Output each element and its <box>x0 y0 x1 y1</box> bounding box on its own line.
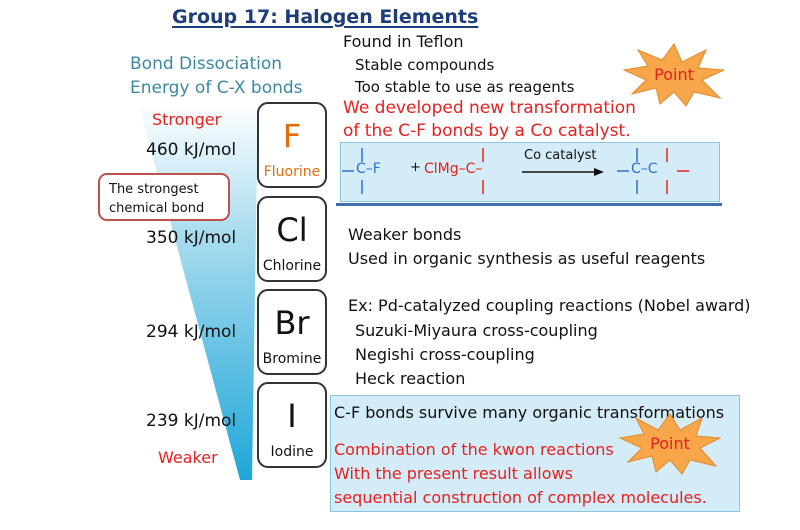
reaction-reactant-1: C–F <box>356 161 381 177</box>
element-symbol-iodine: I <box>287 397 297 435</box>
starburst-top-icon <box>622 43 725 107</box>
point-starburst-bottom: Point <box>618 412 722 476</box>
energy-chlorine: 350 kJ/mol <box>146 228 237 248</box>
bromine-note-suzuki: Suzuki-Miyaura cross-coupling <box>355 321 598 340</box>
element-box-fluorine: F Fluorine <box>257 102 327 188</box>
energy-fluorine: 460 kJ/mol <box>146 140 237 160</box>
point-starburst-top: Point <box>622 42 726 108</box>
chlorine-note-reagents: Used in organic synthesis as useful reag… <box>348 249 706 268</box>
element-box-chlorine: Cl Chlorine <box>257 196 327 282</box>
iodine-note-survive: C-F bonds survive many organic transform… <box>334 403 725 422</box>
element-name-iodine: Iodine <box>270 444 314 460</box>
fluorine-note-too-stable: Too stable to use as reagents <box>355 78 575 96</box>
starburst-bottom-icon <box>618 413 722 475</box>
chlorine-note-weaker: Weaker bonds <box>348 225 462 244</box>
point-label-bottom: Point <box>650 434 690 453</box>
reaction-scheme-bonds <box>342 148 689 194</box>
bond-energy-heading-line-1: Bond Dissociation <box>130 54 283 74</box>
bromine-note-negishi: Negishi cross-coupling <box>355 345 535 364</box>
element-box-iodine: I Iodine <box>257 382 327 468</box>
element-box-bromine: Br Bromine <box>257 289 327 375</box>
iodine-note-allows: With the present result allows <box>334 464 573 483</box>
point-label-top: Point <box>654 65 694 84</box>
iodine-note-sequential: sequential construction of complex molec… <box>334 488 707 507</box>
element-symbol-bromine: Br <box>274 304 310 342</box>
energy-iodine: 239 kJ/mol <box>146 411 237 431</box>
bond-energy-heading-line-2: Energy of C-X bonds <box>130 78 303 98</box>
callout-line-2: chemical bond <box>109 201 205 216</box>
reaction-catalyst: Co catalyst <box>524 148 597 163</box>
element-name-bromine: Bromine <box>262 351 322 367</box>
stronger-label: Stronger <box>152 110 222 129</box>
bromine-note-example: Ex: Pd-catalyzed coupling reactions (Nob… <box>348 296 751 315</box>
iodine-note-combination: Combination of the kwon reactions <box>334 440 614 459</box>
fluorine-note-teflon: Found in Teflon <box>343 32 464 51</box>
reaction-scheme-underline <box>336 203 722 206</box>
reaction-product: C–C <box>631 161 658 177</box>
page-title: Group 17: Halogen Elements <box>172 6 479 28</box>
energy-bromine: 294 kJ/mol <box>146 322 237 342</box>
weaker-label: Weaker <box>158 448 218 467</box>
element-name-fluorine: Fluorine <box>263 164 321 180</box>
reaction-plus: + <box>410 160 421 175</box>
strongest-bond-callout: The strongest chemical bond <box>98 173 230 221</box>
element-symbol-fluorine: F <box>282 117 302 155</box>
fluorine-note-stable: Stable compounds <box>355 56 495 74</box>
element-name-chlorine: Chlorine <box>262 258 322 274</box>
fluorine-note-developed-1: We developed new transformation <box>343 98 636 118</box>
element-symbol-chlorine: Cl <box>276 211 308 249</box>
reaction-reactant-2: ClMg–C– <box>424 161 483 177</box>
callout-line-1: The strongest <box>109 182 199 197</box>
bromine-note-heck: Heck reaction <box>355 369 466 388</box>
fluorine-note-developed-2: of the C-F bonds by a Co catalyst. <box>343 121 631 141</box>
